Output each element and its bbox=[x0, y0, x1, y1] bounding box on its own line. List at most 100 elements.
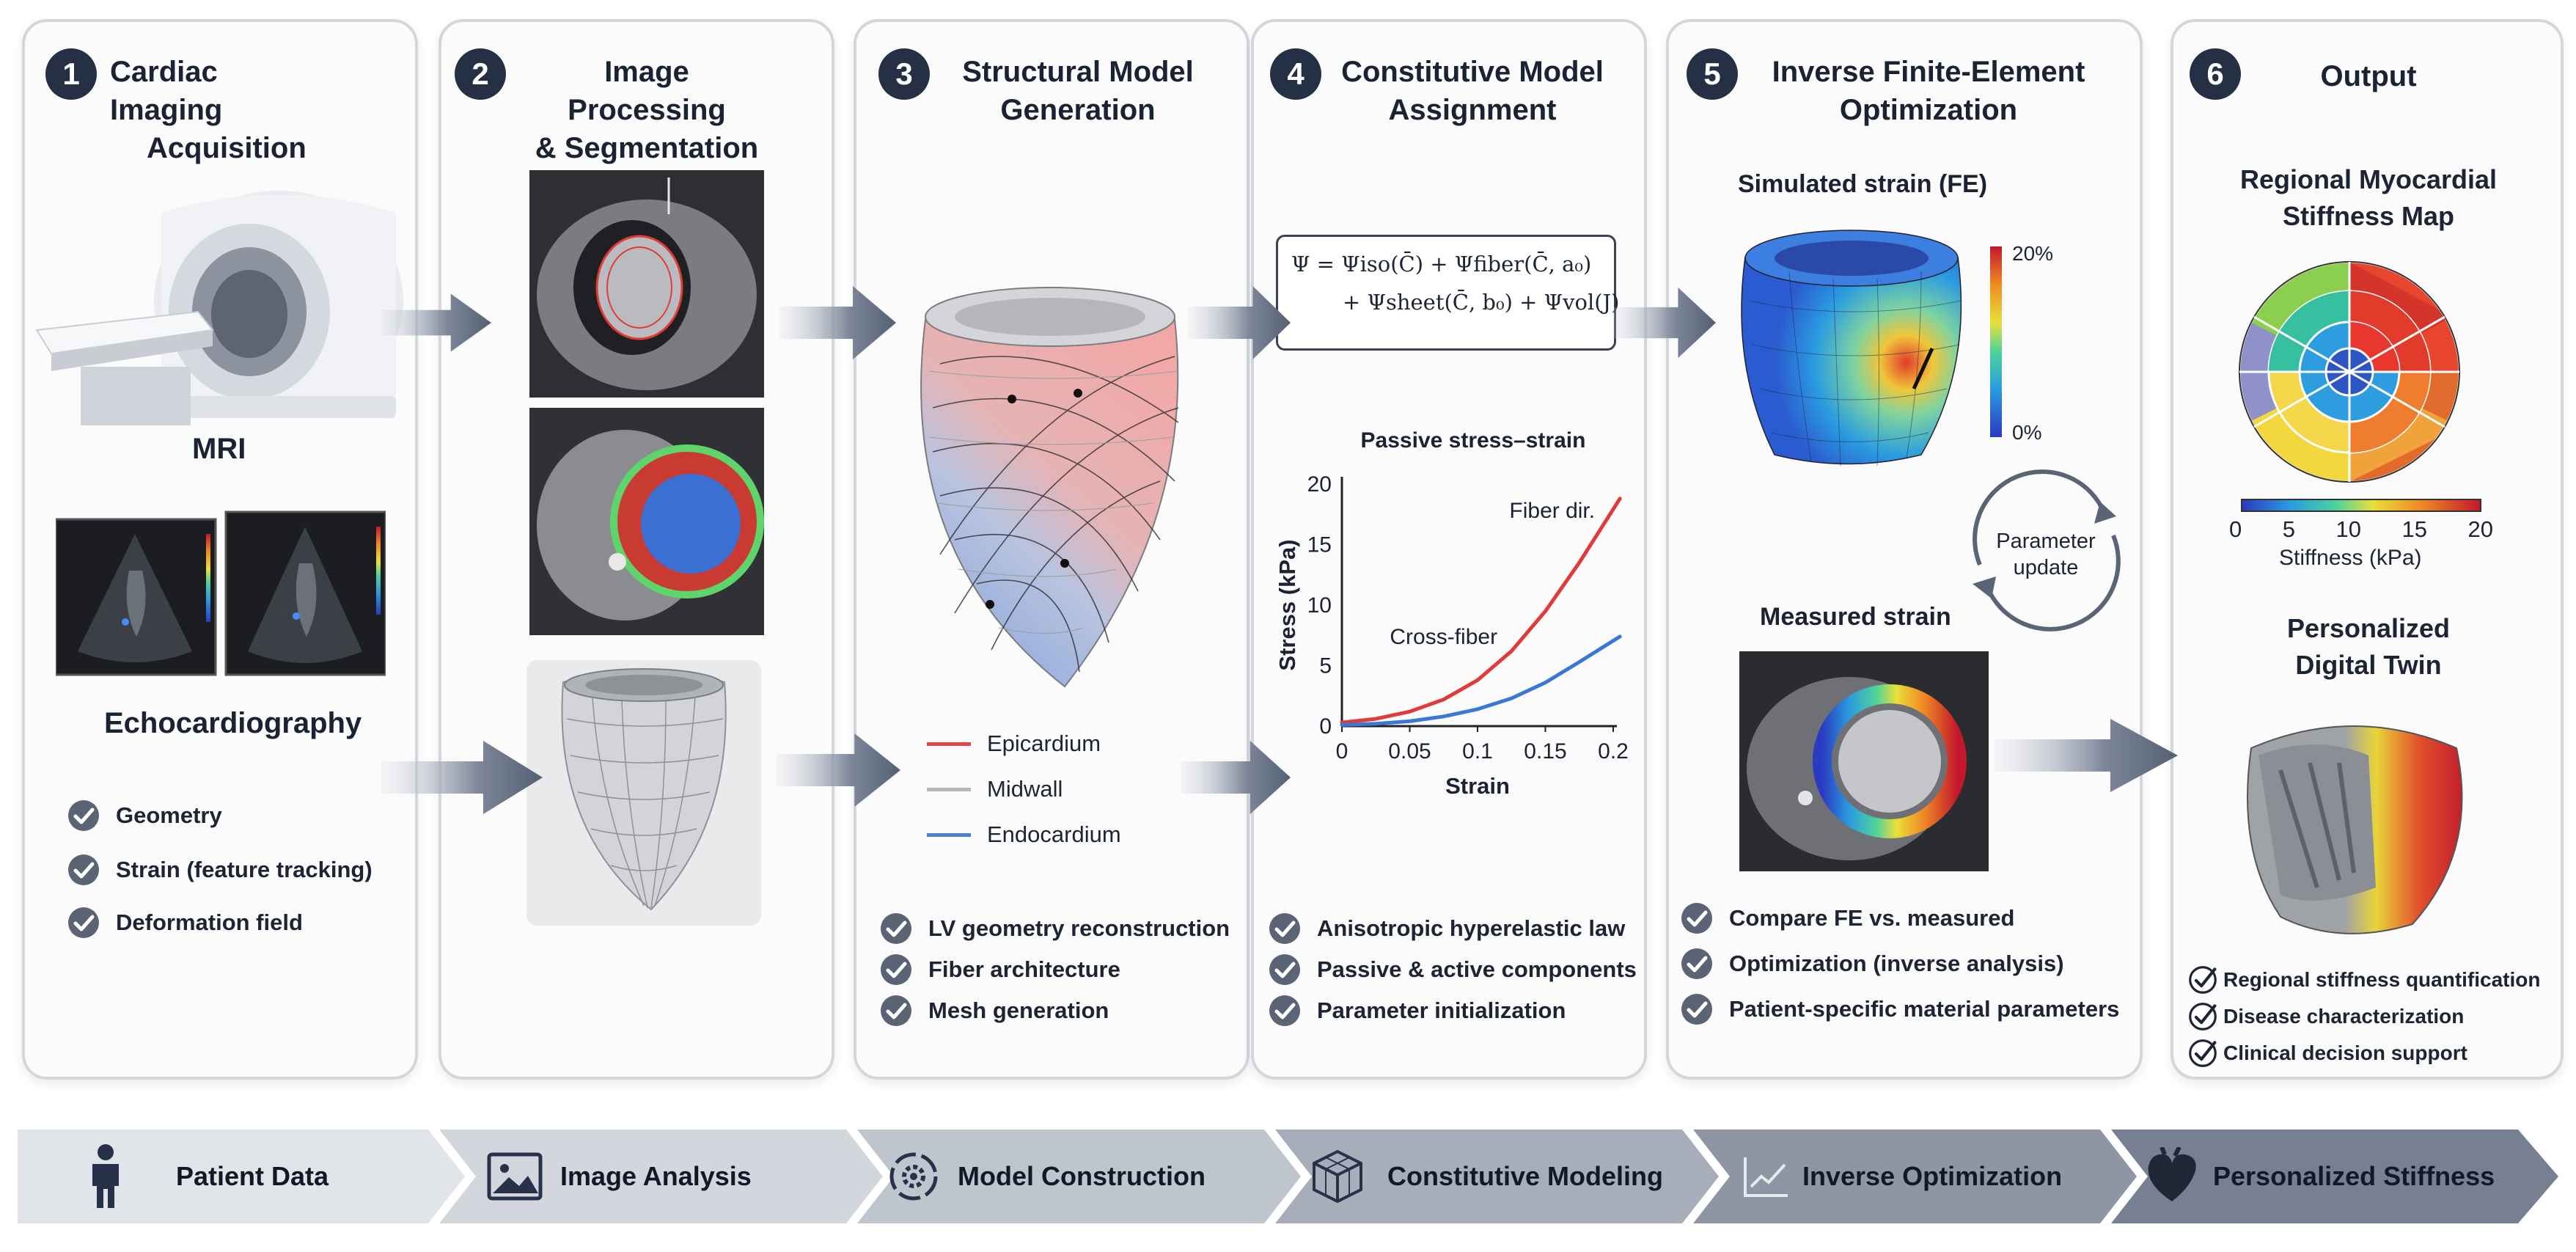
process-step-label: Image Analysis bbox=[560, 1160, 752, 1191]
x-tick-label: 0.2 bbox=[1598, 739, 1629, 764]
checklist-item: Strain (feature tracking) bbox=[67, 854, 373, 886]
checklist-text: Regional stiffness quantification bbox=[2223, 968, 2541, 991]
step-title-1-line2: Acquisition bbox=[147, 132, 307, 164]
checklist-item: Regional stiffness quantification bbox=[2188, 965, 2540, 995]
check-icon bbox=[1681, 902, 1713, 934]
check-icon bbox=[1269, 953, 1301, 986]
step-number-5: 5 bbox=[1687, 48, 1738, 100]
checklist-item: Anisotropic hyperelastic law bbox=[1269, 912, 1625, 945]
step-title-5-line2: Optimization bbox=[1839, 94, 2018, 126]
checklist-item: Compare FE vs. measured bbox=[1681, 902, 2014, 934]
digital-twin-title: Personalized Digital Twin bbox=[2192, 610, 2544, 684]
check-icon bbox=[1681, 948, 1713, 980]
step-title-2: Image Processing & Segmentation bbox=[522, 53, 771, 167]
x-tick-label: 0.05 bbox=[1388, 739, 1431, 764]
x-tick-label: 0.15 bbox=[1524, 739, 1566, 764]
trend-chart-icon bbox=[1744, 1157, 1788, 1197]
checklist-item: Disease characterization bbox=[2188, 1002, 2464, 1031]
checklist-text: Parameter initialization bbox=[1317, 997, 1566, 1023]
check-icon bbox=[880, 912, 912, 945]
flow-arrow bbox=[776, 733, 900, 807]
digital-twin-heart-image bbox=[2247, 725, 2463, 934]
flow-arrow bbox=[1995, 719, 2178, 792]
check-icon bbox=[67, 854, 100, 886]
checklist-item: Patient-specific material parameters bbox=[1681, 993, 2119, 1025]
checklist-text: Deformation field bbox=[116, 909, 303, 935]
fiber-legend: Epicardium Midwall Endocardium bbox=[927, 731, 1121, 848]
process-step-label: Model Construction bbox=[958, 1160, 1206, 1191]
checklist-item: Passive & active components bbox=[1269, 953, 1637, 986]
checklist-text: Fiber architecture bbox=[928, 956, 1120, 982]
strain-colorbar bbox=[1990, 246, 2002, 437]
mri-scanner-image bbox=[35, 191, 403, 425]
heart-icon bbox=[2148, 1146, 2196, 1201]
equation-line-1: Ψ = Ψiso(C̄) + Ψfiber(C̄, a₀) bbox=[1291, 252, 1592, 277]
checklist-text: LV geometry reconstruction bbox=[928, 915, 1230, 941]
check-icon bbox=[1681, 993, 1713, 1025]
legend-label: Endocardium bbox=[987, 821, 1121, 847]
stiffness-colorbar bbox=[2241, 499, 2481, 512]
checklist-text: Anisotropic hyperelastic law bbox=[1317, 915, 1626, 941]
stiffness-map-title-line2: Stiffness Map bbox=[2282, 201, 2455, 231]
step-number-6: 6 bbox=[2190, 48, 2241, 100]
process-step-patient-data: Patient Data bbox=[87, 1131, 329, 1221]
step-title-2-line2: & Segmentation bbox=[535, 132, 759, 164]
check-icon bbox=[1269, 995, 1301, 1027]
digital-twin-title-line2: Digital Twin bbox=[2295, 650, 2442, 680]
legend-label: Epicardium bbox=[987, 731, 1101, 756]
checklist-text: Mesh generation bbox=[928, 997, 1109, 1023]
segmentation-overlay-image bbox=[529, 408, 764, 635]
y-tick-label: 5 bbox=[1319, 654, 1332, 678]
step-title-5-line1: Inverse Finite-Element bbox=[1772, 56, 2085, 88]
colorbar-tick: 5 bbox=[2282, 516, 2295, 542]
checklist-text: Strain (feature tracking) bbox=[116, 857, 373, 882]
check-icon bbox=[880, 953, 912, 986]
strain-colorbar-max: 20% bbox=[2012, 242, 2054, 265]
check-icon bbox=[2188, 1039, 2217, 1068]
step-title-5: Inverse Finite-Element Optimization bbox=[1753, 53, 2105, 129]
flow-arrow bbox=[1181, 741, 1291, 814]
mri-slice-image bbox=[529, 170, 764, 398]
process-step-model-construction: Model Construction bbox=[884, 1131, 1206, 1221]
y-tick-label: 10 bbox=[1307, 593, 1332, 618]
step-title-1-line1: Cardiac Imaging bbox=[110, 56, 223, 126]
checklist-text: Disease characterization bbox=[2223, 1005, 2465, 1028]
y-tick-label: 20 bbox=[1307, 472, 1332, 497]
simulated-strain-title: Simulated strain (FE) bbox=[1738, 170, 1988, 198]
step-title-6: Output bbox=[2320, 60, 2417, 92]
parameter-update-label: Parameter update bbox=[1980, 528, 2112, 581]
check-icon bbox=[2188, 965, 2217, 995]
person-icon bbox=[92, 1143, 119, 1208]
legend-swatch-endocardium bbox=[927, 832, 971, 837]
process-step-label: Personalized Stiffness bbox=[2213, 1160, 2495, 1191]
checklist-item: Fiber architecture bbox=[880, 953, 1120, 986]
checklist-text: Clinical decision support bbox=[2223, 1041, 2467, 1064]
y-tick-label: 15 bbox=[1307, 533, 1332, 557]
stiffness-colorbar-ticks: 0 5 10 15 20 bbox=[2229, 516, 2493, 543]
flow-arrow bbox=[779, 286, 896, 359]
stiffness-map-title: Regional Myocardial Stiffness Map bbox=[2192, 161, 2544, 235]
step-title-4-line2: Assignment bbox=[1388, 94, 1557, 126]
checklist-text: Compare FE vs. measured bbox=[1729, 905, 2015, 931]
colorbar-tick: 20 bbox=[2467, 516, 2493, 542]
flow-arrow bbox=[1188, 286, 1291, 359]
check-icon bbox=[2188, 1002, 2217, 1031]
legend-label: Midwall bbox=[987, 776, 1063, 802]
process-step-personalized-stiffness: Personalized Stiffness bbox=[2143, 1131, 2495, 1221]
flow-arrow bbox=[381, 286, 491, 359]
flow-arrow bbox=[1613, 288, 1716, 358]
series-label-cross-fiber: Cross-fiber bbox=[1390, 625, 1497, 649]
process-step-image-analysis: Image Analysis bbox=[487, 1131, 752, 1221]
legend-swatch-epicardium bbox=[927, 742, 971, 746]
fiber-heart-model-image bbox=[920, 287, 1179, 688]
step-title-2-line1: Image Processing bbox=[568, 56, 726, 126]
step-number-3: 3 bbox=[878, 48, 930, 100]
y-axis-label: Stress (kPa) bbox=[1274, 539, 1300, 670]
colorbar-tick: 10 bbox=[2335, 516, 2361, 542]
flow-arrow bbox=[381, 741, 543, 814]
y-tick-label: 0 bbox=[1319, 714, 1332, 739]
equation-line-2: + Ψsheet(C̄, b₀) + Ψvol(J) bbox=[1343, 290, 1620, 315]
checklist-text: Geometry bbox=[116, 802, 222, 828]
check-icon bbox=[67, 799, 100, 832]
colorbar-tick: 0 bbox=[2229, 516, 2242, 542]
